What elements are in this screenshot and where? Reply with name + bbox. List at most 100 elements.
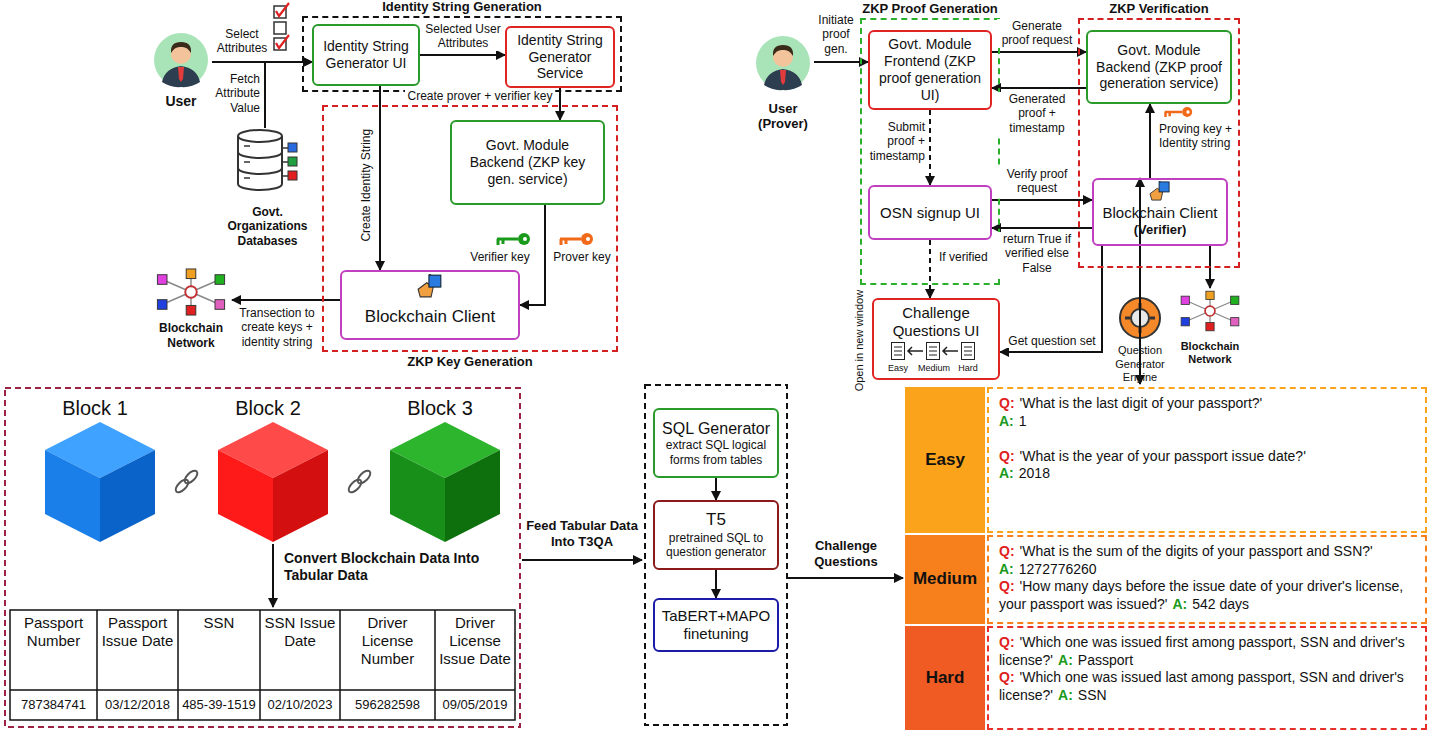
node-text: Blockchain Network — [150, 321, 232, 350]
qa-text: 'What is the sum of the digits of your p… — [1020, 543, 1373, 559]
connector — [715, 570, 717, 598]
data-table — [10, 610, 515, 720]
qa-text: 'What is the last digit of your passport… — [1020, 395, 1263, 411]
node-text: Govt. Module Backend (ZKP key gen. servi… — [458, 137, 597, 187]
question-set-icons — [962, 343, 975, 360]
table-cell: Passport Issue Date — [100, 614, 175, 650]
qa-flow: Q: 'What is the last digit of your passpo… — [999, 395, 1415, 483]
qa-text: A: — [1058, 687, 1073, 703]
key-icons — [497, 233, 530, 245]
process-box: Govt. Module Backend (ZKP key gen. servi… — [450, 120, 605, 205]
database-icon — [238, 136, 282, 190]
qa-text: SSN — [1078, 687, 1107, 703]
edge-label: Submit proof + timestamp — [864, 120, 926, 163]
node-text: (Verifier) — [1134, 222, 1187, 238]
chain-links — [356, 469, 373, 486]
table-cell: Driver License Number — [343, 614, 432, 668]
checkbox-icons — [274, 22, 286, 34]
block-cubes — [445, 450, 500, 542]
qa-text: Passport — [1078, 652, 1133, 668]
node-text: Question Generator Engine — [1110, 344, 1170, 384]
checkbox-icons — [276, 3, 289, 48]
qa-text: Q: — [999, 448, 1015, 464]
table-cell: SSN — [181, 614, 257, 632]
user-icons — [756, 36, 810, 90]
edge-label: Generated proof + timestamp — [997, 92, 1077, 135]
block-cubes — [45, 422, 155, 542]
table-cell: 787384741 — [12, 697, 95, 713]
key-icons — [1165, 107, 1193, 117]
edge-label: Select Attributes — [213, 27, 271, 56]
network-icon: Blockchain Network — [1175, 288, 1245, 366]
database-icon — [238, 130, 282, 142]
edge-label: Proving key + Identity string — [1158, 122, 1236, 151]
diagram-label: Convert Blockchain Data Into Tabular Dat… — [283, 550, 483, 584]
group-title: ZKP Verification — [1080, 1, 1238, 17]
qa-text: Q: — [999, 543, 1015, 559]
client-icons — [418, 273, 441, 297]
database-icon — [238, 152, 282, 174]
table-cell: Driver License Issue Date — [438, 614, 512, 668]
edge-label: Transection to create keys + identity st… — [233, 306, 321, 349]
connector — [992, 51, 1086, 53]
table-cell: 09/05/2019 — [437, 697, 513, 713]
connector — [992, 199, 1092, 201]
node-text: T5 — [706, 510, 726, 530]
connector — [929, 110, 931, 185]
client-box: Blockchain Client(Verifier) — [1092, 178, 1228, 246]
key-icons — [560, 233, 593, 245]
block-cubes — [218, 422, 328, 542]
block-cube: Block 2 — [208, 392, 328, 542]
flow-arrows — [272, 544, 274, 607]
diagram-label: Feed Tabular Data Into T3QA — [524, 518, 640, 549]
connector — [420, 54, 505, 56]
client-box: Blockchain Client — [340, 270, 520, 340]
block-cube: Block 3 — [380, 392, 500, 542]
network-icons — [157, 269, 224, 315]
node-text: Identity String Generator Service — [513, 32, 607, 82]
user-icons — [154, 33, 208, 87]
qa-text: 1272776260 — [1019, 561, 1097, 577]
node-text: Easy — [925, 450, 965, 470]
question-set-icons — [927, 343, 940, 360]
node-text: Govt. Module Backend (ZKP proof generati… — [1094, 42, 1224, 92]
node-text: Govt. Organizations Databases — [215, 205, 320, 248]
node-text: Blockchain Network — [1175, 340, 1245, 366]
diagram-label: Verifier key — [460, 250, 540, 264]
block-cubes — [273, 450, 328, 542]
data-table — [10, 610, 515, 720]
edge-label: Get question set — [1005, 334, 1099, 348]
qa-panel: Q:'Which one was issued first among pass… — [987, 626, 1427, 730]
qa-text: Q: — [999, 395, 1015, 411]
edge-label: Generate proof request — [997, 19, 1077, 48]
node-text: Identity String Generator UI — [320, 38, 412, 72]
qa-text: A: — [1058, 652, 1073, 668]
diagram-label: Prover key — [549, 250, 615, 264]
actor-icon: User — [150, 30, 212, 110]
connector — [1149, 104, 1151, 178]
edge-label: Fetch Attribute Value — [206, 72, 261, 115]
database-icon: Govt. Organizations Databases — [215, 128, 320, 248]
question-set-icons — [892, 343, 975, 360]
actor-icon: User(Prover) — [752, 32, 814, 132]
table-cell: Passport Number — [13, 614, 94, 650]
process-box: SQL Generatorextract SQL logical forms f… — [653, 408, 779, 478]
connector — [992, 87, 1086, 89]
block-cube: Block 1 — [35, 392, 155, 542]
qa-flow: Q: 'What is the sum of the digits of your… — [999, 543, 1415, 613]
key-icons — [497, 107, 1192, 245]
connector — [265, 62, 312, 128]
chain-links — [183, 469, 200, 486]
edge-label: Create prover + verifier key — [405, 89, 555, 103]
node-text: TaBERT+MAPO finetuning — [661, 607, 771, 643]
database-icon — [288, 171, 297, 180]
level-band: Easy — [905, 387, 985, 533]
connector — [715, 478, 717, 500]
level-band: Medium — [905, 535, 985, 624]
connector — [929, 240, 931, 298]
process-box: T5pretrained SQL to question generator — [653, 500, 779, 570]
qa-text: 542 days — [1192, 596, 1249, 612]
qa-text: A: — [999, 413, 1014, 429]
node-text: User — [769, 101, 798, 117]
